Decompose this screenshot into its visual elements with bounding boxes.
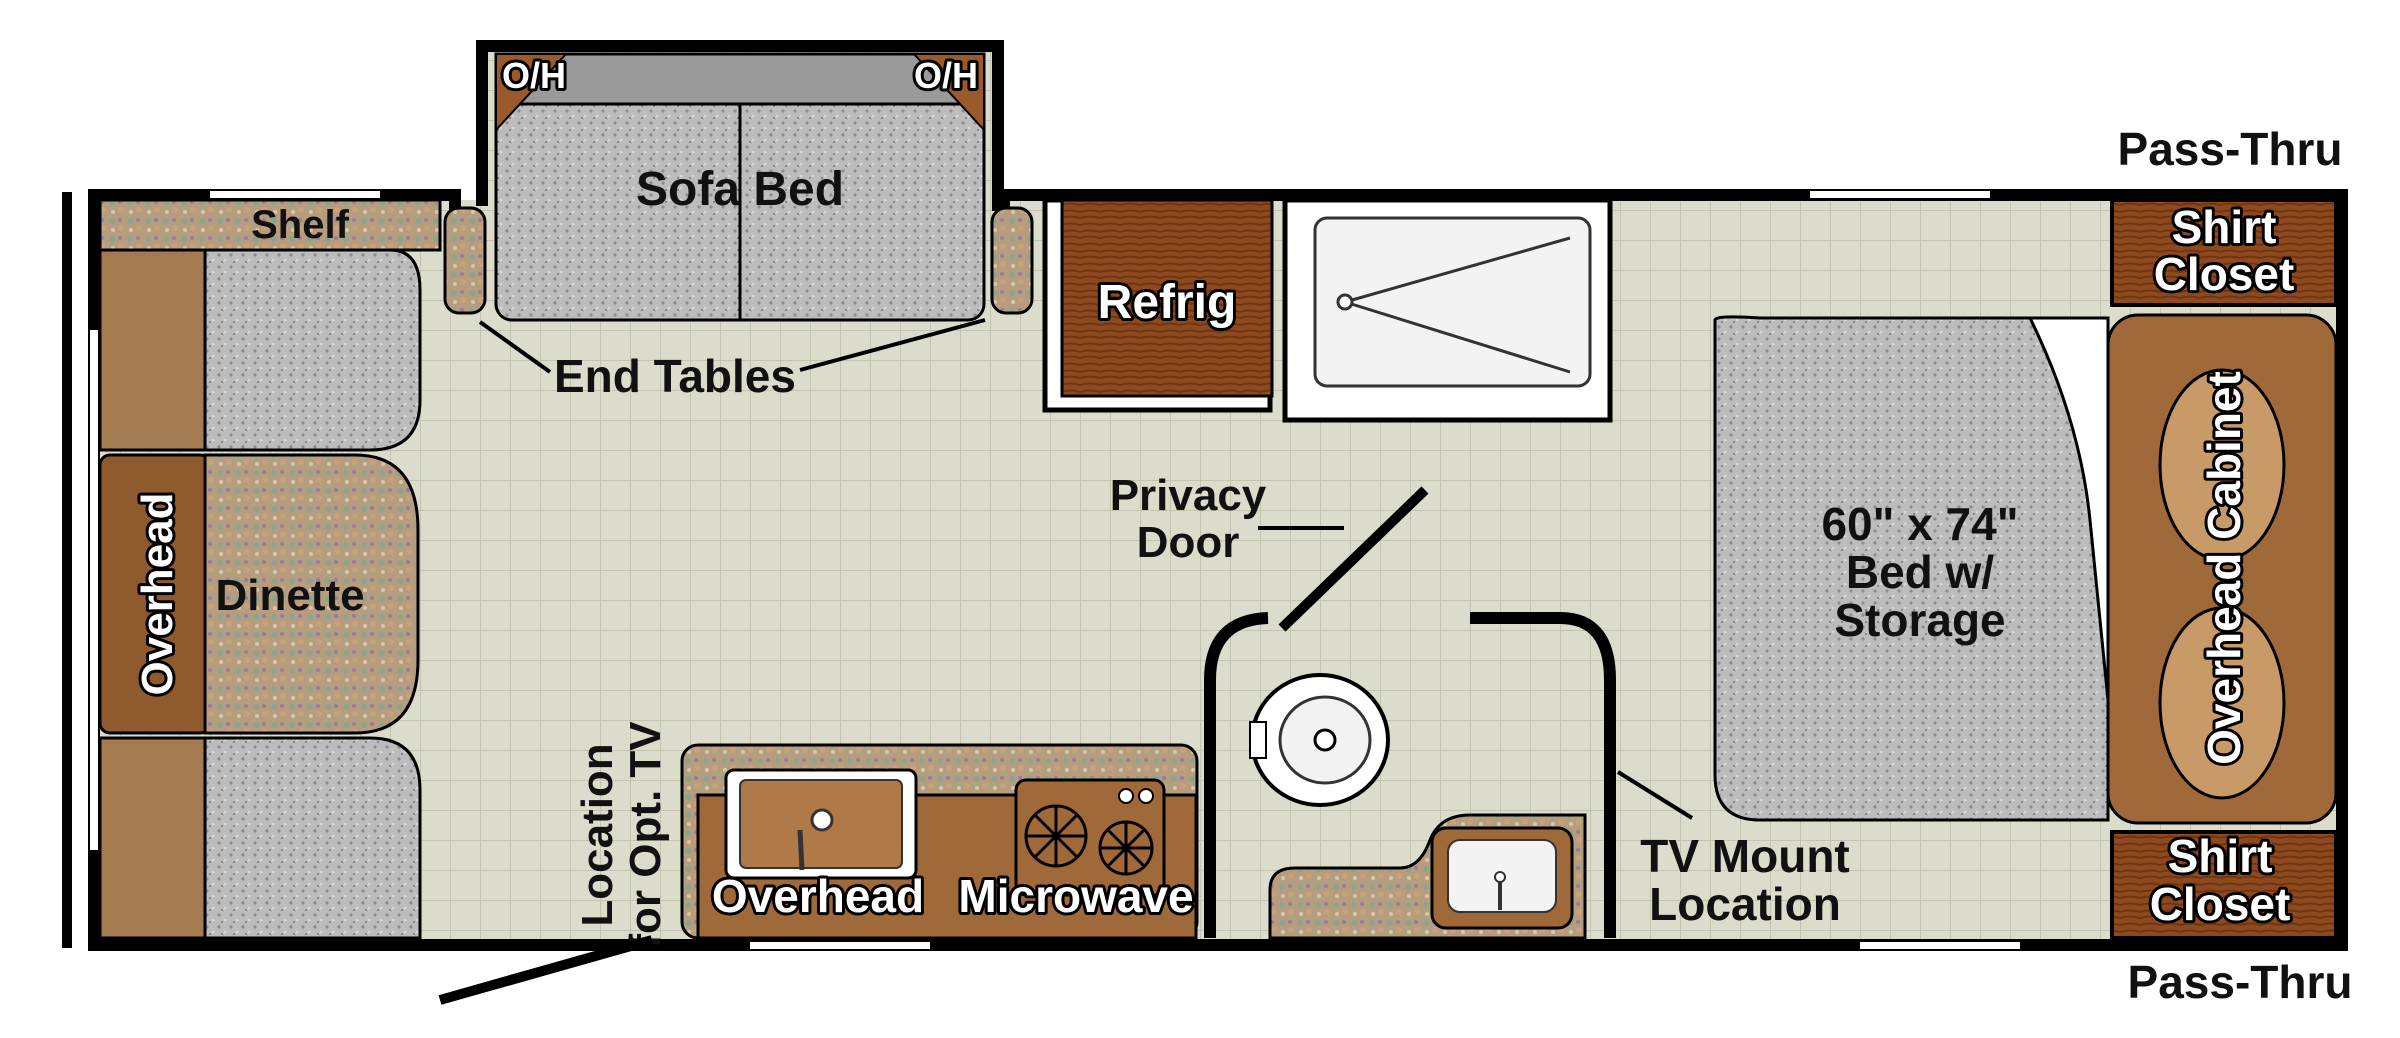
end-tables-label: End Tables xyxy=(554,350,796,402)
end-table-right[interactable] xyxy=(990,206,1034,315)
bed-sheet-fold xyxy=(2027,316,2110,701)
dinette-table[interactable] xyxy=(203,453,420,735)
front-bumper-bar xyxy=(62,192,72,948)
kitchen-drain xyxy=(810,808,834,832)
refrig-label: Refrig xyxy=(1098,276,1237,329)
kitchen-faucet-icon xyxy=(797,829,805,871)
privacy-door[interactable] xyxy=(1278,486,1429,632)
end-tables-leader-right xyxy=(799,318,986,372)
overhead-left-label: Overhead xyxy=(133,493,182,696)
privacy-door-label-2: Door xyxy=(1137,518,1240,567)
shirt-closet-top-label-2: Closet xyxy=(2154,248,2295,300)
end-tables-leader-left xyxy=(478,320,552,374)
refrigerator-body xyxy=(1060,198,1274,398)
sofa-back xyxy=(494,52,986,106)
shirt-closet-bottom-label-1: Shirt xyxy=(2168,830,2273,882)
bathroom-wall xyxy=(1204,612,1616,938)
bed-label-2: Bed w/ xyxy=(1846,546,1994,598)
entry-door[interactable] xyxy=(438,935,654,1005)
oh-right-cabinet xyxy=(911,53,985,133)
sofa-bed-label: Sofa Bed xyxy=(636,163,844,216)
tv-location-label-2: for Opt. TV xyxy=(621,721,670,949)
shower-pan[interactable] xyxy=(1313,216,1592,388)
dinette-bench-bottom-back xyxy=(98,736,207,940)
overhead-kitchen-label: Overhead xyxy=(712,870,924,922)
bath-drain xyxy=(1494,871,1506,883)
shirt-closet-bottom[interactable] xyxy=(2110,830,2338,940)
privacy-door-label-1: Privacy xyxy=(1110,471,1267,520)
tv-location-label-1: Location xyxy=(573,743,622,926)
oh-left-cabinet xyxy=(495,53,569,133)
shower-drain xyxy=(1336,293,1354,311)
windows xyxy=(90,191,2020,949)
bed[interactable] xyxy=(1713,315,2110,822)
tv-mount-leader xyxy=(1616,770,1694,820)
microwave-label: Microwave xyxy=(958,870,1193,922)
overhead-cabinet-label: Overhead Cabinet xyxy=(2198,371,2250,765)
bed-label-3: Storage xyxy=(1834,594,2005,646)
end-table-left[interactable] xyxy=(443,206,487,315)
tv-mount-label-1: TV Mount xyxy=(1640,830,1850,882)
overhead-cabinet-oval-top xyxy=(2158,368,2286,562)
pass-thru-bottom-label: Pass-Thru xyxy=(2128,956,2353,1008)
pass-thru-top-label: Pass-Thru xyxy=(2118,123,2343,175)
oh-right-label: O/H xyxy=(914,55,978,96)
toilet-tank xyxy=(1249,721,1267,759)
shelf-label: Shelf xyxy=(251,203,349,247)
stove-knob-icons xyxy=(1118,788,1154,804)
overhead-cabinet-oval-bottom xyxy=(2158,606,2286,800)
shirt-closet-bottom-label-2: Closet xyxy=(2150,878,2291,930)
stove-burner-right-icon xyxy=(1098,820,1154,876)
shirt-closet-top-label-1: Shirt xyxy=(2172,201,2277,253)
dinette-bench-top-back xyxy=(98,248,207,452)
bed-label-1: 60" x 74" xyxy=(1821,498,2018,550)
shirt-closet-top[interactable] xyxy=(2110,198,2338,307)
toilet-drain xyxy=(1313,728,1337,752)
stove-burner-left-icon xyxy=(1024,804,1088,868)
dinette-label: Dinette xyxy=(215,571,364,620)
oh-left-label: O/H xyxy=(502,55,566,96)
shelf xyxy=(98,198,442,252)
tv-mount-label-2: Location xyxy=(1649,878,1841,930)
shower-slope xyxy=(1344,236,1571,374)
